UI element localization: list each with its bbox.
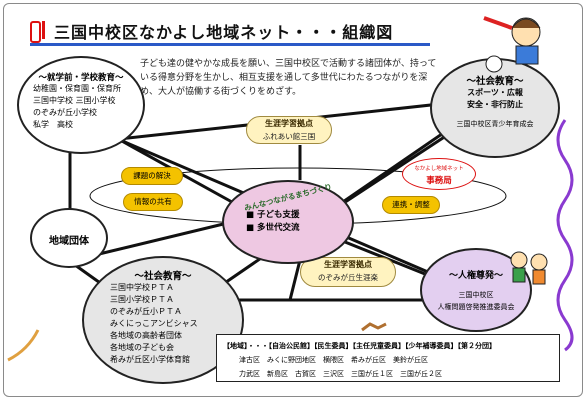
page-title: 三国中校区なかよし地域ネット・・・組織図 <box>54 23 394 42</box>
children-illustration <box>510 251 548 285</box>
node-region-groups: 地域団体 <box>30 208 108 268</box>
info-row-districts-1: 津古区 みくに野団地区 横隈区 希みが丘区 美鈴が丘区 <box>239 356 428 364</box>
intro-text: 子ども達の健やかな成長を願い、三国中校区で活動する諸団体が、持っている得意分野を… <box>140 59 437 97</box>
base-bottom-name: のぞみが丘生涯楽 <box>318 273 378 282</box>
social-item: のぞみが丘小ＰＴＡ <box>110 307 182 316</box>
node-learning-base-bottom: 生涯学習拠点 のぞみが丘生涯楽 <box>300 257 396 287</box>
pill-coordination: 連携・調整 <box>382 196 440 214</box>
title-bar-icon <box>42 21 45 39</box>
base-top-title: 生涯学習拠点 <box>265 119 313 128</box>
social-item: 三国小学校ＰＴＡ <box>110 295 174 304</box>
sports-title: 〜社会教育〜 <box>466 76 524 87</box>
sports-item: スポーツ・広報 <box>467 88 523 97</box>
node-school-education: 〜就学前・学校教育〜 幼稚園・保育園・保育所 三国中学校 三国小学校 のぞみが丘… <box>17 56 145 154</box>
region-label: 地域団体 <box>49 236 89 247</box>
school-item: 私学 高校 <box>33 120 73 129</box>
human-title: 〜人権尊発〜 <box>448 271 503 281</box>
link-center-social <box>288 259 302 301</box>
office-main-label: 事務局 <box>426 176 452 186</box>
center-item: ■ 多世代交流 <box>246 223 300 233</box>
node-center: みんなつながるまちづくり ■ 子ども支援 ■ 多世代交流 <box>222 180 354 264</box>
title-bracket-icon <box>30 21 41 43</box>
link-region-center <box>94 218 241 257</box>
social-title: 〜社会教育〜 <box>134 271 192 282</box>
school-item: のぞみが丘小学校 <box>33 108 97 117</box>
node-secretariat: なかよし地域ネット 事務局 <box>402 158 476 190</box>
human-item: 人権問題啓発推進委員会 <box>437 303 515 311</box>
pill-info-sharing: 情報の共有 <box>123 193 183 211</box>
base-bottom-title: 生涯学習拠点 <box>324 260 372 269</box>
school-title: 〜就学前・学校教育〜 <box>38 73 124 83</box>
social-item: 各地域の高齢者団体 <box>110 331 182 340</box>
decorative-wave <box>556 119 574 352</box>
info-row-orgs: 【地域】・・・【自治公民館】【民生委員】【主任児童委員】【少年補導委員】【第２分… <box>223 342 496 350</box>
title-bar: 三国中校区なかよし地域ネット・・・組織図 <box>30 19 430 46</box>
office-small-label: なかよし地域ネット <box>414 166 464 172</box>
corner-swoosh <box>7 329 40 362</box>
social-item: 各地域の子ども会 <box>110 343 174 352</box>
sports-item: 安全・非行防止 <box>467 100 523 109</box>
page-frame <box>3 3 583 397</box>
region-info-box: 【地域】・・・【自治公民館】【民生委員】【主任児童委員】【少年補導委員】【第２分… <box>216 334 560 382</box>
node-learning-base-top: 生涯学習拠点 ふれあい館三国 <box>246 116 332 144</box>
link-school-center <box>119 138 251 214</box>
handshake-icon <box>361 322 387 332</box>
sports-org: 三国中校区青少年育成会 <box>456 120 534 128</box>
pill-problem-solving: 課題の解決 <box>121 167 183 185</box>
social-item: みくにっこアンビシャス <box>110 319 198 328</box>
base-top-name: ふれあい館三国 <box>262 132 316 141</box>
info-row-districts-2: 力武区 新島区 古賀区 三沢区 三国が丘１区 三国が丘２区 <box>239 370 442 378</box>
social-item: 三国中学校ＰＴＡ <box>110 283 174 292</box>
human-item: 三国中校区 <box>458 291 494 299</box>
school-item: 三国中学校 三国小学校 <box>33 96 116 105</box>
center-item: ■ 子ども支援 <box>246 210 300 220</box>
node-social-education-sports: 〜社会教育〜 スポーツ・広報 安全・非行防止 三国中校区青少年育成会 <box>430 58 560 158</box>
social-item: 希みが丘区小学体育館 <box>110 355 190 364</box>
school-item: 幼稚園・保育園・保育所 <box>33 84 121 93</box>
soccer-kid-illustration <box>483 16 541 73</box>
